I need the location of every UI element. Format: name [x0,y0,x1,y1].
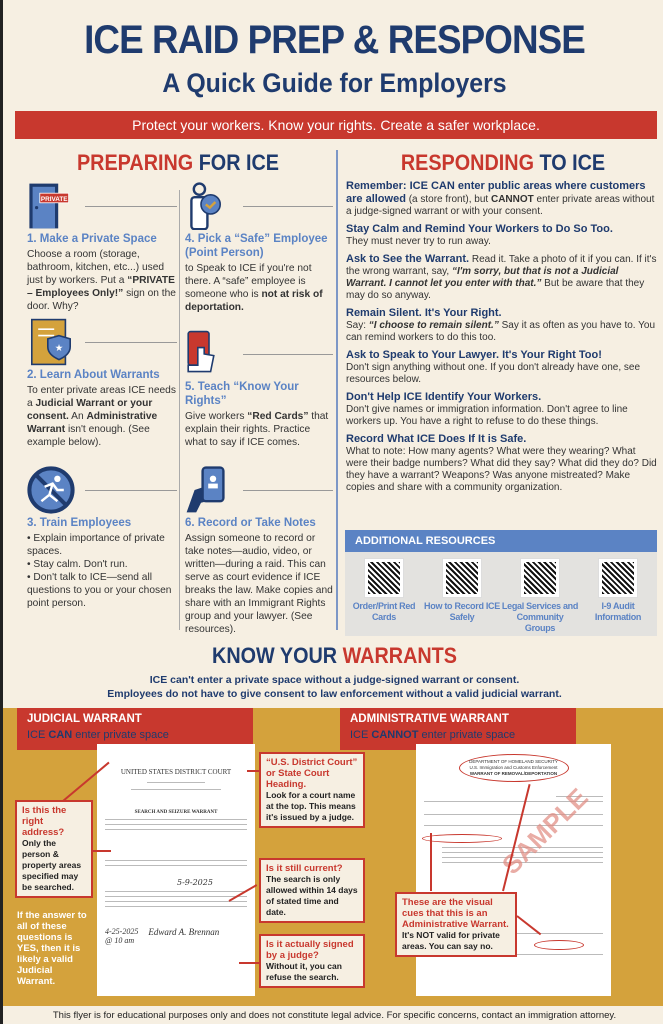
preparing-heading: PREPARING FOR ICE [76,150,280,175]
responding-heading: RESPONDING TO ICE [400,150,606,175]
disclaimer-footer: This flyer is for educational purposes o… [52,1010,617,1021]
response-item: Record What ICE Does If It is Safe.What … [346,433,657,493]
response-item: Don't Help ICE Identify Your Workers.Don… [346,391,628,427]
person-check-icon [190,182,221,230]
resource-red-cards[interactable]: Order/Print Red Cards [346,558,423,634]
tagline-banner: Protect your workers. Know your rights. … [15,111,657,139]
arrow [239,962,259,964]
qr-code-icon[interactable] [598,558,638,598]
response-item: Ask to See the Warrant. Read it. Take a … [346,253,657,301]
responding-list: Remember: ICE CAN enter public areas whe… [346,180,660,499]
arrow [93,850,111,852]
judicial-warrant-document: UNITED STATES DISTRICT COURT SEARCH AND … [97,744,255,996]
step-1: PRIVATE 1. Make a Private Space Choose a… [27,182,177,313]
page-title: ICE RAID PREP & RESPONSE [84,18,586,62]
arrow [430,833,432,891]
response-item: Stay Calm and Remind Your Workers to Do … [346,223,613,247]
resource-record-ice[interactable]: How to Record ICE Safely [424,558,501,634]
phone-record-icon [186,466,225,513]
svg-text:★: ★ [55,343,64,354]
additional-resources: ADDITIONAL RESOURCES Order/Print Red Car… [345,530,657,636]
qr-code-icon[interactable] [520,558,560,598]
red-card-icon [187,330,215,373]
section-divider [336,150,338,630]
warrants-intro: ICE can't enter a private space without … [107,674,562,700]
callout-signed: Is it actually signed by a judge?Without… [259,934,365,988]
step-2: ★ 2. Learn About Warrants To enter priva… [27,318,177,449]
page-subtitle: A Quick Guide for Employers [162,68,507,98]
no-running-icon [27,466,75,514]
step-3: 3. Train Employees Explain importance of… [27,466,177,610]
resource-i9-audit[interactable]: I-9 Audit Information [580,558,657,634]
step-5: 5. Teach “Know Your Rights” Give workers… [185,330,333,449]
judicial-summary: If the answer to all of these questions … [17,910,87,987]
step-6: 6. Record or Take Notes Assign someone t… [185,466,333,636]
warrants-heading: KNOW YOUR WARRANTS [212,643,457,668]
column-divider [179,190,180,630]
callout-address: Is this the right address?Only the perso… [15,800,93,898]
svg-text:PRIVATE: PRIVATE [41,196,68,203]
callout-court-heading: “U.S. District Court” or State Court Hea… [259,752,365,828]
response-item: Remain Silent. It's Your Right.Say: “I c… [346,307,656,343]
arrow [247,770,259,772]
judge-signature: Edward A. Brennan [148,927,220,937]
step-4: 4. Pick a “Safe” Employee (Point Person)… [185,182,333,314]
callout-current: Is it still current?The search is only a… [259,858,365,923]
qr-code-icon[interactable] [364,558,404,598]
resources-heading: ADDITIONAL RESOURCES [345,530,657,552]
resource-legal-services[interactable]: Legal Services and Community Groups [502,558,579,634]
sample-watermark: SAMPLE [495,782,594,881]
response-item: Ask to Speak to Your Lawyer. It's Your R… [346,349,641,385]
response-item: Remember: ICE CAN enter public areas whe… [346,180,655,217]
callout-admin-cues: These are the visual cues that this is a… [395,892,517,957]
warrant-document-icon: ★ [31,318,71,366]
door-icon: PRIVATE [29,183,69,229]
qr-code-icon[interactable] [442,558,482,598]
